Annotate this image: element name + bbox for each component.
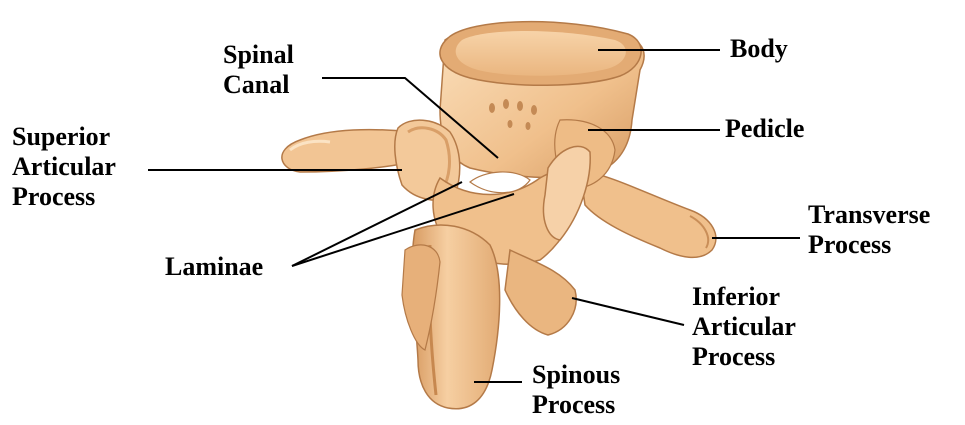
label-spinous-line1: Spinous [532, 360, 620, 390]
label-spinous-process: Spinous Process [532, 360, 620, 420]
label-pedicle: Pedicle [725, 114, 804, 144]
inferior-articular-process [505, 250, 576, 335]
label-spinal-canal-line1: Spinal [223, 40, 294, 70]
label-inferior-line3: Process [692, 342, 796, 372]
label-inferior-line1: Inferior [692, 282, 796, 312]
label-spinal-canal-line2: Canal [223, 70, 294, 100]
label-inferior-line2: Articular [692, 312, 796, 342]
label-laminae-text: Laminae [165, 252, 263, 282]
label-superior-line3: Process [12, 182, 116, 212]
label-inferior-articular-process: Inferior Articular Process [692, 282, 796, 372]
label-spinal-canal: Spinal Canal [223, 40, 294, 100]
label-superior-line1: Superior [12, 122, 116, 152]
right-transverse-process [580, 170, 716, 257]
label-body-text: Body [730, 34, 788, 64]
leader-inferior-articular [572, 298, 684, 325]
label-laminae: Laminae [165, 252, 263, 282]
label-transverse-line1: Transverse [808, 200, 930, 230]
label-superior-line2: Articular [12, 152, 116, 182]
label-body: Body [730, 34, 788, 64]
label-superior-articular-process: Superior Articular Process [12, 122, 116, 212]
label-spinous-line2: Process [532, 390, 620, 420]
label-transverse-process: Transverse Process [808, 200, 930, 260]
label-pedicle-text: Pedicle [725, 114, 804, 144]
label-transverse-line2: Process [808, 230, 930, 260]
